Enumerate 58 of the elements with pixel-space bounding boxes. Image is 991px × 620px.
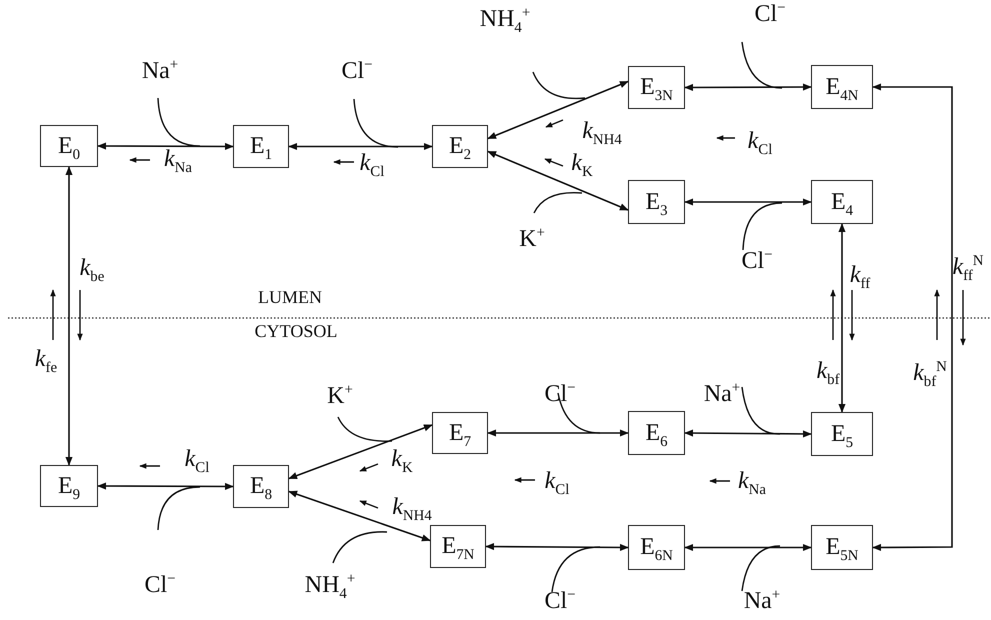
arrow — [684, 544, 812, 552]
label: k$_{be}$ — [80, 255, 104, 282]
label: k$_{ff}$ — [850, 262, 870, 288]
label: k$_{Cl}$ — [544, 468, 570, 494]
state-box: E$_{7}$ — [432, 412, 488, 454]
label: Cl$^{−}$ — [144, 572, 176, 598]
state-box: E$_{6}$ — [628, 411, 685, 455]
state-box: E$_{5}$ — [811, 412, 873, 456]
label: Cl$^{−}$ — [544, 381, 576, 408]
label: K$^{+}$ — [327, 383, 353, 410]
state-box: E$_{6N}$ — [628, 525, 685, 570]
label: Na$^{+}$ — [704, 381, 740, 408]
state-box: E$_{5N}$ — [811, 525, 873, 570]
label: k$_{Na}$ — [738, 468, 766, 494]
arrow — [97, 482, 234, 490]
state-box: E$_{4N}$ — [811, 65, 873, 109]
state-box: E$_{3}$ — [628, 180, 685, 224]
label: k$_{fe}$ — [34, 346, 58, 372]
arrow — [487, 429, 629, 437]
arrow — [684, 83, 812, 92]
arrow — [872, 83, 953, 552]
label: k$_{Na}$ — [164, 146, 192, 172]
label: k$_{Cl}$ — [748, 128, 772, 154]
arrow — [288, 490, 431, 542]
state-box: E$_{8}$ — [233, 465, 289, 508]
arrow — [684, 198, 812, 206]
state-box: E$_{9}$ — [40, 465, 98, 507]
state-box: E$_{0}$ — [40, 125, 98, 167]
label: Cl$^{−}$ — [341, 58, 373, 84]
state-box: E$_{2}$ — [432, 125, 488, 168]
arrow — [684, 429, 812, 438]
arrow — [487, 150, 629, 211]
arrow — [288, 424, 433, 480]
arrow — [97, 142, 234, 150]
label: K$^{+}$ — [519, 226, 545, 252]
arrow — [487, 80, 629, 140]
state-box: E$_{1}$ — [233, 125, 289, 168]
label: Na$^{+}$ — [744, 588, 780, 614]
label: k$_{bf}$ — [816, 358, 840, 384]
label: CYTOSOL — [254, 322, 338, 342]
arrow — [288, 142, 433, 150]
label: k$_{K}$ — [391, 446, 413, 472]
label: LUMEN — [258, 288, 322, 308]
label: k$_{K}$ — [571, 150, 593, 176]
arrow — [485, 542, 629, 552]
label: Na$^{+}$ — [142, 58, 178, 84]
state-box: E$_{7N}$ — [430, 525, 486, 568]
arrow — [838, 223, 846, 413]
label: Cl$^{−}$ — [544, 588, 576, 614]
label: k$_{Cl}$ — [360, 150, 384, 176]
label: k$_{NH4}$ — [392, 494, 432, 520]
state-box: E$_{3N}$ — [628, 66, 685, 109]
arrow — [65, 166, 73, 466]
label: k$_{NH4}$ — [582, 118, 622, 144]
label: Cl$^{−}$ — [754, 1, 786, 28]
label: Cl$^{−}$ — [741, 248, 773, 274]
state-box: E$_{4}$ — [811, 180, 873, 224]
label: k$_{Cl}$ — [184, 446, 210, 472]
